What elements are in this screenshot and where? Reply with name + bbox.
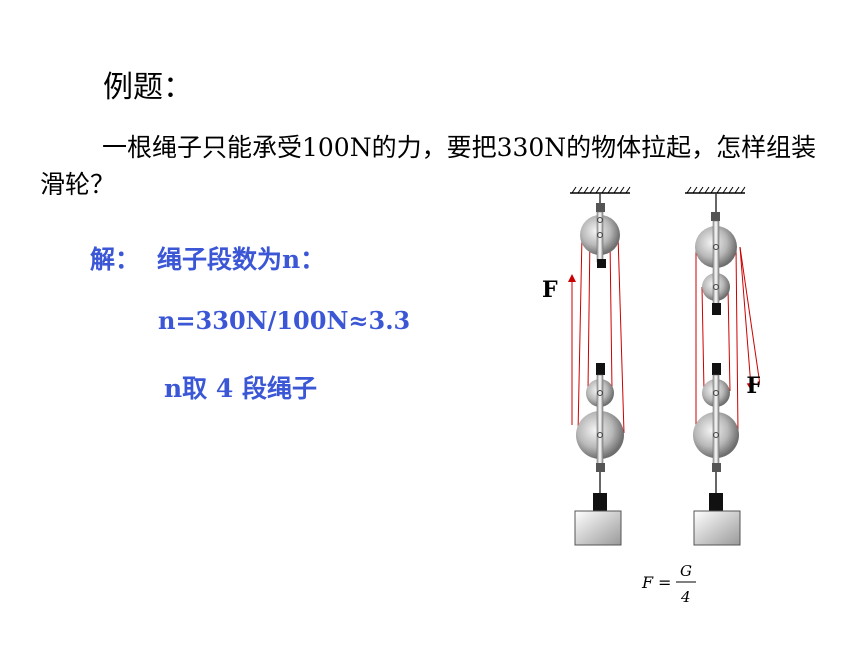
weight-left — [574, 510, 622, 546]
weight-right — [693, 510, 741, 546]
mount-block — [596, 203, 605, 212]
hook-block — [597, 259, 606, 268]
equation-denominator: 4 — [680, 588, 691, 606]
force-label-left: F — [542, 277, 558, 303]
solution-label: 解： — [90, 245, 141, 274]
force-label-right: F — [746, 373, 760, 399]
ceiling-hatch-right — [685, 186, 746, 194]
force-equation: F = G 4 — [641, 562, 696, 606]
force-arrow-right — [739, 246, 755, 391]
equation-equals: = — [658, 573, 671, 592]
ceiling-hatch-left — [570, 186, 631, 194]
solution-formula: n=330N/100N≈3.3 — [158, 306, 411, 335]
solution-intro: 绳子段数为n： — [157, 245, 326, 274]
problem-statement: 一根绳子只能承受100N的力，要把330N的物体拉起，怎样组装滑轮？ — [40, 133, 817, 199]
pulley-diagram: F F — [542, 186, 760, 546]
page-title: 例题： — [103, 70, 193, 105]
rope-right — [695, 246, 760, 434]
right-pulley-system — [685, 186, 760, 546]
equation-numerator: G — [680, 562, 692, 580]
equation-lhs: F — [641, 573, 654, 592]
solution-answer: n取 4 段绳子 — [164, 374, 317, 403]
left-pulley-system — [568, 186, 631, 546]
